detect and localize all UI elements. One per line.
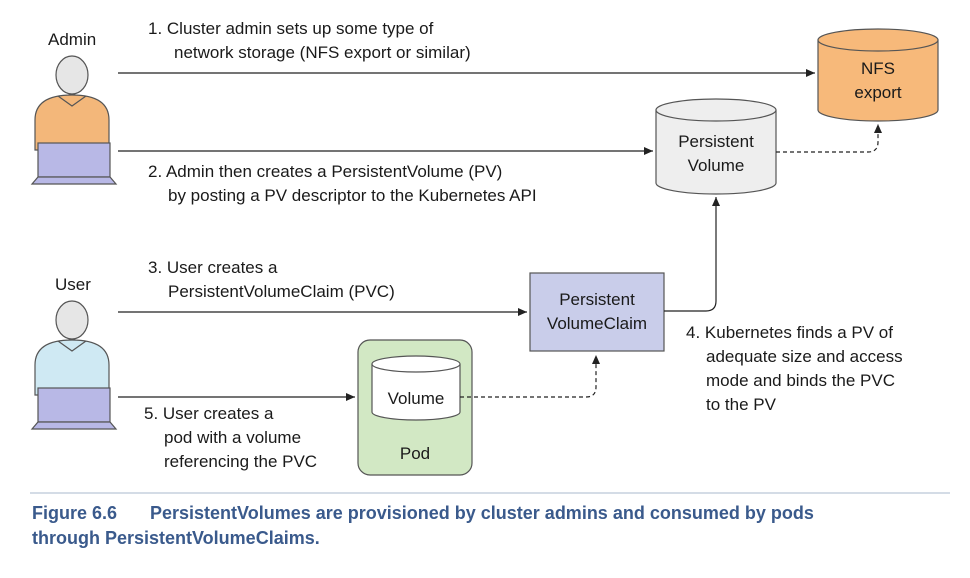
user-laptop-base xyxy=(30,421,118,430)
user-label: User xyxy=(55,275,91,294)
step-5-line-3: referencing the PVC xyxy=(164,452,317,471)
pod-volume-cylinder: Volume xyxy=(371,355,461,421)
admin-actor: Admin xyxy=(30,30,118,185)
admin-laptop xyxy=(37,142,111,178)
step-4-line-4: to the PV xyxy=(706,395,777,414)
user-head xyxy=(55,300,89,340)
user-laptop xyxy=(37,387,111,423)
figure-caption: Figure 6.6 PersistentVolumes are provisi… xyxy=(32,503,814,548)
arrow-volume-to-pvc xyxy=(460,355,600,398)
step-5-line-1: 5. User creates a xyxy=(144,404,274,423)
step-5-line-2: pod with a volume xyxy=(164,428,301,447)
step-1-text: 1. Cluster admin sets up some type of ne… xyxy=(148,19,471,62)
arrow-pv-to-nfs xyxy=(776,124,882,153)
step-4-text: 4. Kubernetes finds a PV of adequate siz… xyxy=(686,323,903,414)
pod-node: Volume Pod xyxy=(357,339,473,476)
persistent-volume-claim-node: Persistent VolumeClaim xyxy=(529,272,665,352)
step-3-line-1: 3. User creates a xyxy=(148,258,278,277)
step-3-text: 3. User creates a PersistentVolumeClaim … xyxy=(148,258,395,301)
nfs-line-1: NFS xyxy=(861,59,895,78)
admin-body xyxy=(34,94,110,151)
step-5-text: 5. User creates a pod with a volume refe… xyxy=(144,404,317,471)
caption-figure-number: Figure 6.6 xyxy=(32,503,117,523)
user-collar xyxy=(57,340,87,352)
step-4-line-3: mode and binds the PVC xyxy=(706,371,895,390)
caption-line-2: through PersistentVolumeClaims. xyxy=(32,528,320,548)
step-4-line-2: adequate size and access xyxy=(706,347,903,366)
user-actor: User xyxy=(30,275,118,430)
caption-line-1: PersistentVolumes are provisioned by clu… xyxy=(150,503,814,523)
step-2-line-2: by posting a PV descriptor to the Kubern… xyxy=(168,186,537,205)
user-body xyxy=(34,339,110,396)
persistent-volume-node: Persistent Volume xyxy=(655,98,777,195)
admin-label: Admin xyxy=(48,30,96,49)
admin-head xyxy=(55,55,89,95)
step-1-line-1: 1. Cluster admin sets up some type of xyxy=(148,19,434,38)
pv-line-2: Volume xyxy=(688,156,745,175)
nfs-line-2: export xyxy=(854,83,902,102)
pvc-line-1: Persistent xyxy=(559,290,635,309)
step-1-line-2: network storage (NFS export or similar) xyxy=(174,43,471,62)
step-4-line-1: 4. Kubernetes finds a PV of xyxy=(686,323,893,342)
step-2-text: 2. Admin then creates a PersistentVolume… xyxy=(148,162,537,205)
pvc-line-2: VolumeClaim xyxy=(547,314,647,333)
arrow-pvc-to-pv xyxy=(664,197,720,312)
pod-label: Pod xyxy=(400,444,430,463)
admin-collar xyxy=(57,95,87,107)
pv-line-1: Persistent xyxy=(678,132,754,151)
step-2-line-1: 2. Admin then creates a PersistentVolume… xyxy=(148,162,502,181)
admin-laptop-base xyxy=(30,176,118,185)
step-3-line-2: PersistentVolumeClaim (PVC) xyxy=(168,282,395,301)
pod-volume-label: Volume xyxy=(388,389,445,408)
nfs-export-node: NFS export xyxy=(817,28,939,122)
